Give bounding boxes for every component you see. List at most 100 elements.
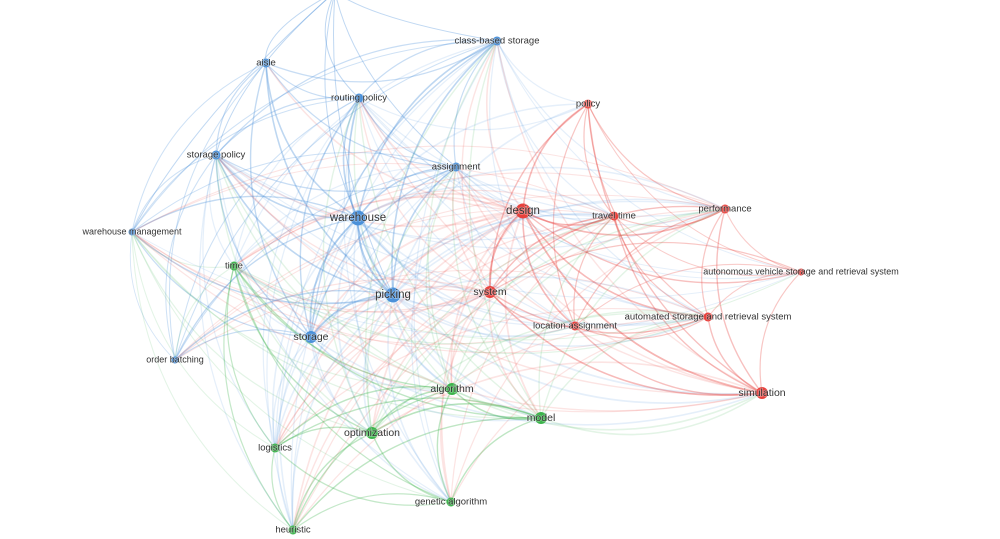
- edge: [215, 154, 453, 390]
- edge: [489, 291, 763, 396]
- node-label-avsrs[interactable]: autonomous vehicle storage and retrieval…: [702, 266, 899, 278]
- node-asrs[interactable]: [703, 312, 713, 322]
- edge: [310, 294, 394, 338]
- edge: [174, 166, 457, 361]
- node-label-picking[interactable]: picking: [374, 288, 411, 302]
- node-label-logistics[interactable]: logistics: [257, 442, 293, 455]
- edge: [272, 336, 312, 449]
- edge: [274, 294, 394, 449]
- node-label-asrs[interactable]: automated storage and retrieval system: [624, 311, 792, 324]
- edge: [540, 392, 763, 436]
- node-label-optimization[interactable]: optimization: [343, 426, 401, 440]
- edge: [504, 210, 542, 419]
- node-assignment[interactable]: [451, 162, 461, 172]
- node-warehouse[interactable]: [350, 210, 366, 226]
- node-label-travel-time[interactable]: travel time: [591, 210, 636, 223]
- node-label-system[interactable]: system: [473, 285, 508, 299]
- edge: [358, 97, 709, 318]
- node-label-storage-policy[interactable]: storage policy: [186, 149, 246, 162]
- edge: [310, 336, 452, 503]
- node-simulation[interactable]: [756, 387, 768, 399]
- node-design[interactable]: [515, 203, 531, 219]
- edge: [392, 294, 542, 419]
- node-storage-policy[interactable]: [211, 150, 221, 160]
- edge: [441, 210, 524, 503]
- edge: [274, 385, 453, 449]
- node-label-heuristic[interactable]: heuristic: [275, 524, 312, 537]
- node-warehouse-management[interactable]: [128, 228, 136, 236]
- node-routing-policy[interactable]: [354, 93, 364, 103]
- node-algorithm[interactable]: [446, 383, 458, 395]
- edge: [131, 162, 615, 233]
- edge: [450, 215, 615, 503]
- node-logistics[interactable]: [270, 443, 280, 453]
- node-label-simulation[interactable]: simulation: [738, 386, 787, 400]
- node-label-time[interactable]: time: [224, 260, 243, 273]
- edge: [522, 210, 802, 284]
- edge: [174, 97, 360, 361]
- edge: [265, 62, 359, 219]
- node-label-assignment[interactable]: assignment: [431, 161, 481, 174]
- edge: [522, 210, 576, 327]
- node-time[interactable]: [229, 261, 239, 271]
- node-policy[interactable]: [583, 99, 593, 109]
- edge: [587, 103, 726, 210]
- node-location-assignment[interactable]: [570, 321, 580, 331]
- edge: [274, 397, 542, 449]
- node-label-aisle[interactable]: aisle: [255, 57, 276, 70]
- edge: [265, 62, 524, 212]
- edge: [451, 215, 615, 390]
- edge: [613, 208, 726, 228]
- node-label-genetic-algorithm[interactable]: genetic algorithm: [414, 496, 488, 509]
- node-label-routing-policy[interactable]: routing policy: [330, 92, 388, 105]
- edge: [425, 166, 457, 390]
- edge: [392, 103, 589, 296]
- edge: [233, 265, 491, 313]
- node-label-model[interactable]: model: [526, 411, 556, 425]
- edge: [131, 231, 453, 390]
- node-label-policy[interactable]: policy: [575, 98, 601, 111]
- edge: [489, 215, 615, 293]
- node-label-location-assignment[interactable]: location assignment: [532, 320, 618, 333]
- edge: [292, 493, 452, 531]
- edge: [233, 265, 394, 304]
- node-label-warehouse-management[interactable]: warehouse management: [81, 226, 183, 238]
- edge: [209, 154, 235, 267]
- edge: [174, 217, 359, 361]
- edge: [174, 278, 491, 361]
- edge: [357, 184, 615, 219]
- edge: [265, 62, 360, 100]
- node-label-order-batching[interactable]: order batching: [145, 354, 204, 366]
- node-model[interactable]: [535, 412, 547, 424]
- edge: [129, 231, 176, 361]
- edge: [371, 312, 709, 434]
- node-aisle[interactable]: [261, 58, 271, 68]
- edge: [391, 40, 498, 296]
- node-label-class-based-storage[interactable]: class-based storage: [454, 35, 541, 48]
- node-avsrs[interactable]: [797, 268, 805, 276]
- node-label-design[interactable]: design: [505, 204, 540, 218]
- node-optimization[interactable]: [366, 427, 378, 439]
- node-class-based-storage[interactable]: [492, 36, 502, 46]
- node-picking[interactable]: [385, 287, 401, 303]
- node-system[interactable]: [484, 286, 496, 298]
- edge: [496, 40, 726, 210]
- edge: [215, 154, 726, 250]
- node-travel-time[interactable]: [609, 211, 619, 221]
- node-label-algorithm[interactable]: algorithm: [430, 382, 475, 396]
- edge: [455, 166, 709, 318]
- node-label-storage[interactable]: storage: [293, 330, 330, 344]
- edge: [357, 166, 726, 219]
- node-storage[interactable]: [305, 331, 317, 343]
- edge: [310, 276, 709, 338]
- node-label-warehouse[interactable]: warehouse: [328, 211, 387, 225]
- node-performance[interactable]: [720, 204, 730, 214]
- node-label-performance[interactable]: performance: [698, 203, 753, 216]
- node-genetic-algorithm[interactable]: [446, 497, 456, 507]
- edge: [489, 205, 726, 293]
- node-heuristic[interactable]: [288, 525, 298, 535]
- edge: [371, 402, 542, 434]
- node-order-batching[interactable]: [171, 356, 179, 364]
